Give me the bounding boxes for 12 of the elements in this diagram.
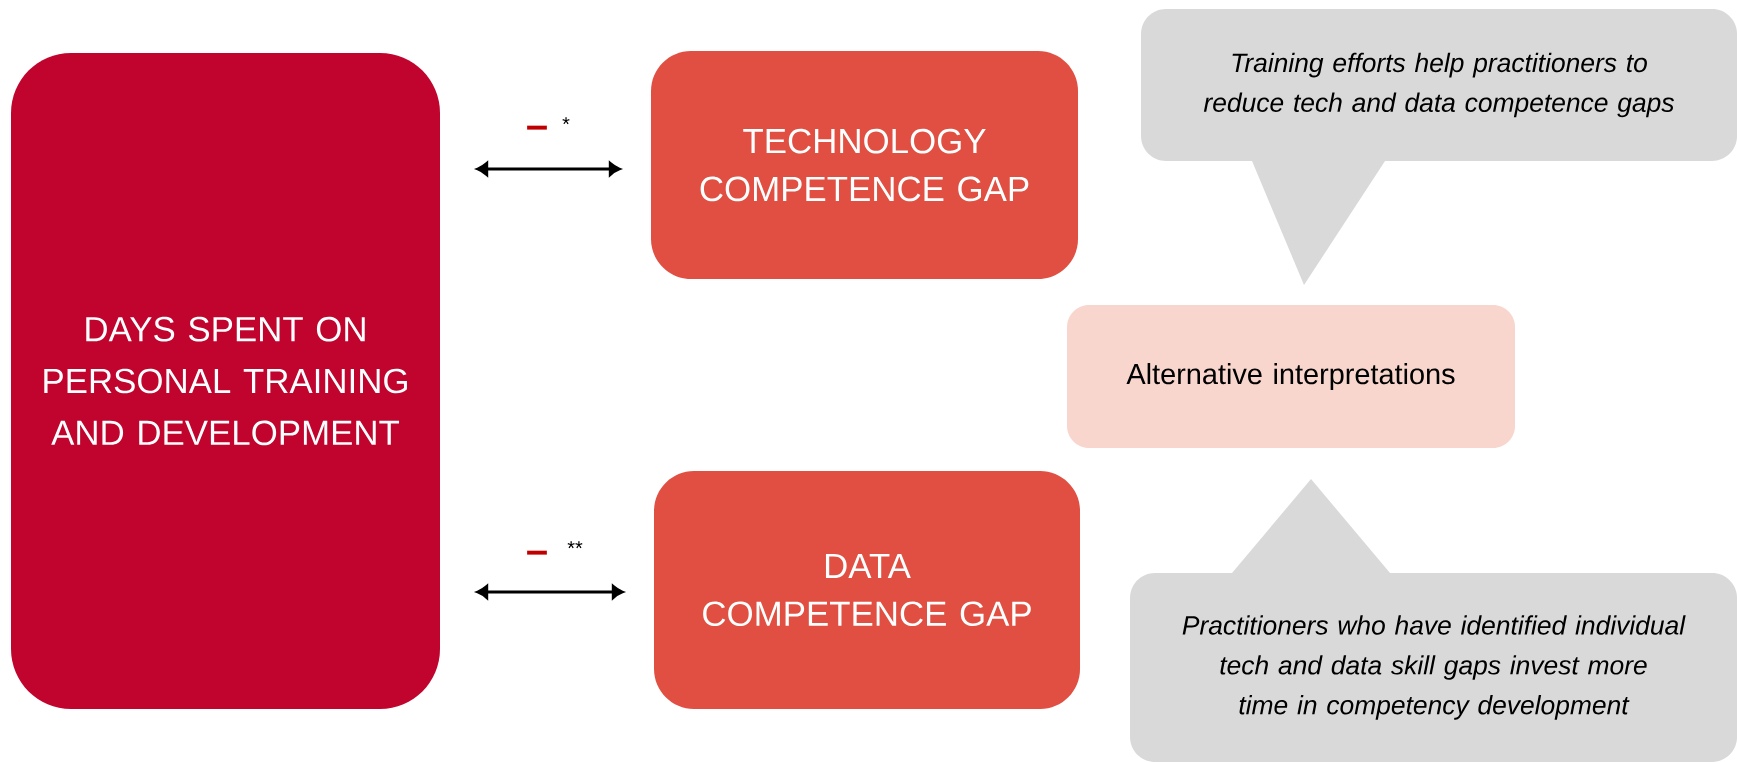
edge-label: – xyxy=(527,550,547,555)
training-box: DAYS SPENT ON PERSONAL TRAINING AND DEVELOPMENT xyxy=(11,53,440,709)
double-arrow xyxy=(476,585,624,600)
speech-bubble: Training efforts help practitioners to reduce tech and data competence gaps xyxy=(1141,9,1737,285)
double-arrow xyxy=(476,162,621,176)
gap-box: DATA COMPETENCE GAP xyxy=(654,471,1080,709)
edge-label: – xyxy=(527,125,547,130)
interpretation-box: Alternative interpretations xyxy=(1067,305,1515,448)
gap-box: TECHNOLOGY COMPETENCE GAP xyxy=(651,51,1078,279)
significance-mark: * xyxy=(562,117,570,125)
significance-mark: ** xyxy=(567,541,583,549)
speech-bubble: Practitioners who have identified individual tech and data skill gaps invest more time in competency development xyxy=(1130,479,1737,762)
